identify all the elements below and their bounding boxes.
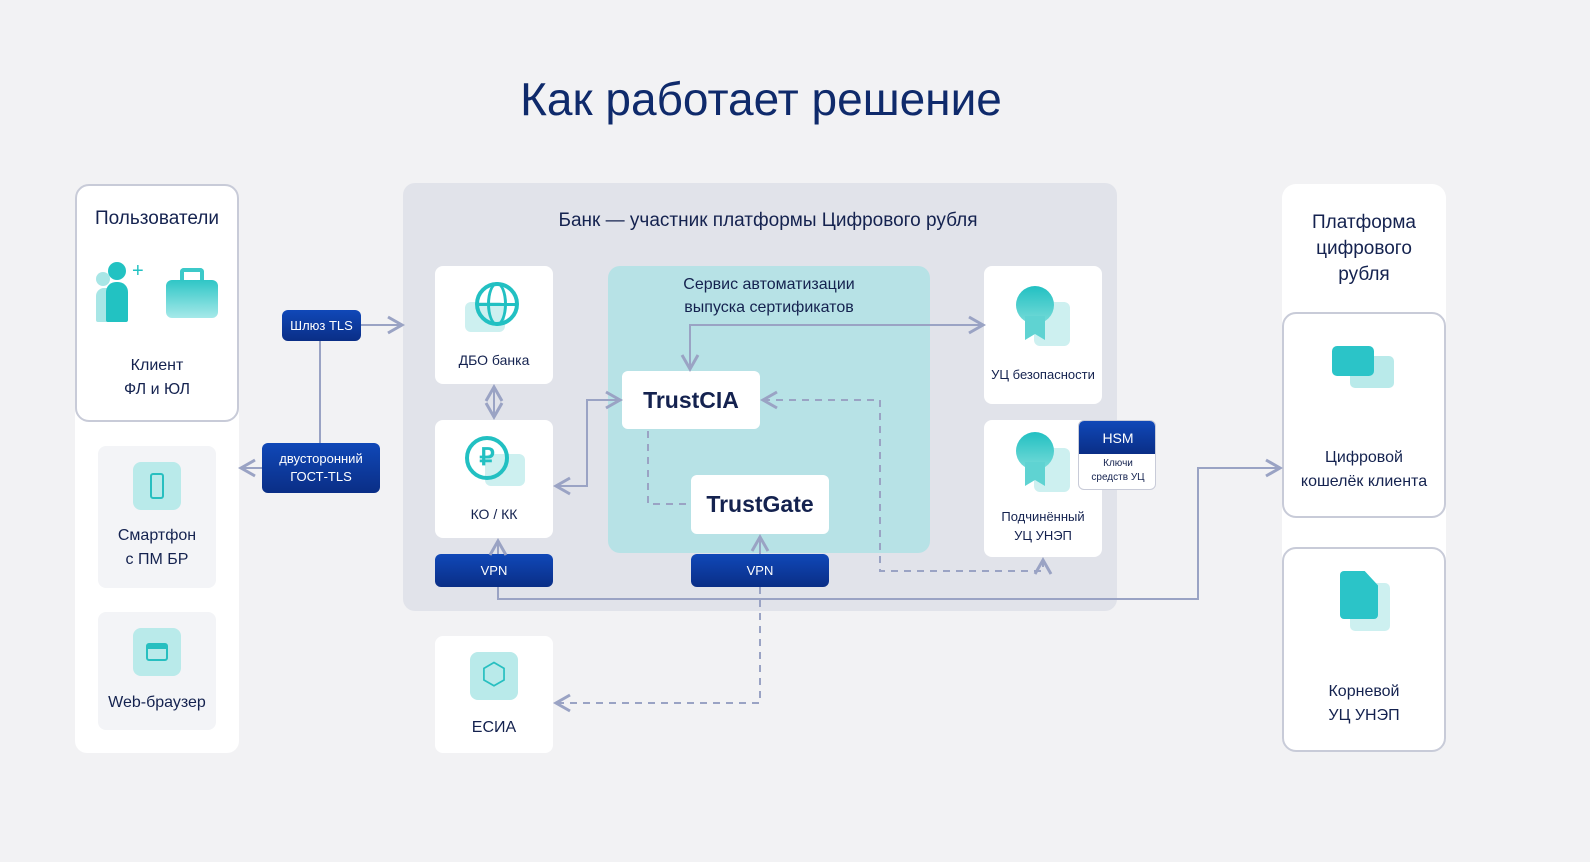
trustcia-trustgate-dashed bbox=[647, 431, 690, 505]
wallet-cards-icon bbox=[1332, 346, 1396, 390]
gost-tls-line2: ГОСТ-TLS bbox=[290, 469, 352, 484]
person-add-icon: + bbox=[96, 260, 152, 324]
platform-heading-line1: Платформа bbox=[1312, 212, 1416, 233]
ko-trustcia-arrow bbox=[552, 390, 624, 496]
hexagon-icon: ⬡ bbox=[470, 652, 518, 700]
browser-card: Web-браузер bbox=[98, 612, 216, 730]
certificate-service-heading: Сервис автоматизации выпуска сертификато… bbox=[608, 273, 930, 319]
smartphone-label-line2: с ПМ БР bbox=[125, 551, 189, 568]
wallet-card: Цифровой кошелёк клиента bbox=[1282, 312, 1446, 518]
hsm-keys-line1: Ключи bbox=[1103, 458, 1133, 469]
trustcia-node: TrustCIA bbox=[622, 371, 760, 429]
esia-label: ЕСИА bbox=[471, 719, 517, 736]
uc-security-label: УЦ безопасности bbox=[991, 367, 1095, 382]
hsm-keys-line2: средств УЦ bbox=[1091, 472, 1145, 483]
browser-label: Web-браузер bbox=[108, 694, 206, 711]
bank-heading: Банк — участник платформы Цифрового рубл… bbox=[558, 210, 978, 231]
client-label: Клиент ФЛ и ЮЛ bbox=[75, 354, 239, 402]
smartphone-icon bbox=[133, 462, 181, 510]
browser-icon bbox=[133, 628, 181, 676]
sub-uc-trustcia-dashed bbox=[759, 390, 1053, 575]
service-heading-line2: выпуска сертификатов bbox=[684, 299, 854, 316]
service-heading-line1: Сервис автоматизации bbox=[683, 276, 855, 293]
hsm-label: HSM bbox=[1079, 421, 1155, 454]
dbo-card: ДБО банка bbox=[435, 266, 553, 384]
gost-tls-badge: двусторонний ГОСТ-TLS bbox=[262, 443, 380, 493]
tls-gateway-badge: Шлюз TLS bbox=[282, 310, 361, 341]
platform-heading: Платформа цифрового рубля bbox=[1282, 210, 1446, 288]
esia-card: ⬡ ЕСИА bbox=[435, 636, 553, 753]
root-uc-label-line2: УЦ УНЭП bbox=[1328, 707, 1400, 724]
uc-security-card: УЦ безопасности bbox=[984, 266, 1102, 404]
document-icon bbox=[1336, 571, 1396, 635]
smartphone-label-line1: Смартфон bbox=[117, 527, 197, 544]
dbo-label: ДБО банка bbox=[458, 352, 530, 368]
vpn-esia-dashed bbox=[552, 587, 761, 713]
wallet-label-line1: Цифровой bbox=[1325, 449, 1403, 466]
wallet-label-line2: кошелёк клиента bbox=[1300, 473, 1428, 490]
certificate-badge-icon bbox=[1014, 286, 1074, 350]
page-title: Как работает решение bbox=[520, 73, 1002, 125]
users-heading: Пользователи bbox=[94, 208, 219, 229]
root-uc-label-line1: Корневой bbox=[1328, 683, 1400, 700]
briefcase-icon bbox=[166, 268, 218, 318]
smartphone-card: Смартфон с ПМ БР bbox=[98, 446, 216, 588]
vpn-to-wallet-arrow bbox=[497, 458, 1284, 600]
client-label-line2: ФЛ и ЮЛ bbox=[124, 381, 190, 398]
platform-heading-line2: цифрового bbox=[1316, 238, 1412, 259]
gost-tls-line1: двусторонний bbox=[279, 451, 363, 466]
vpn-badge-ko: VPN bbox=[435, 554, 553, 587]
trustcia-uc-arrow bbox=[680, 315, 987, 373]
hsm-box: HSM Ключи средств УЦ bbox=[1078, 420, 1156, 490]
platform-heading-line3: рубля bbox=[1338, 264, 1390, 285]
hsm-keys-label: Ключи средств УЦ bbox=[1079, 457, 1155, 485]
globe-icon bbox=[465, 280, 521, 336]
ko-card: ₽ КО / КК bbox=[435, 420, 553, 538]
ruble-icon: ₽ bbox=[465, 434, 525, 490]
client-label-line1: Клиент bbox=[130, 357, 184, 374]
root-uc-card: Корневой УЦ УНЭП bbox=[1282, 547, 1446, 752]
ko-label: КО / КК bbox=[470, 506, 518, 522]
